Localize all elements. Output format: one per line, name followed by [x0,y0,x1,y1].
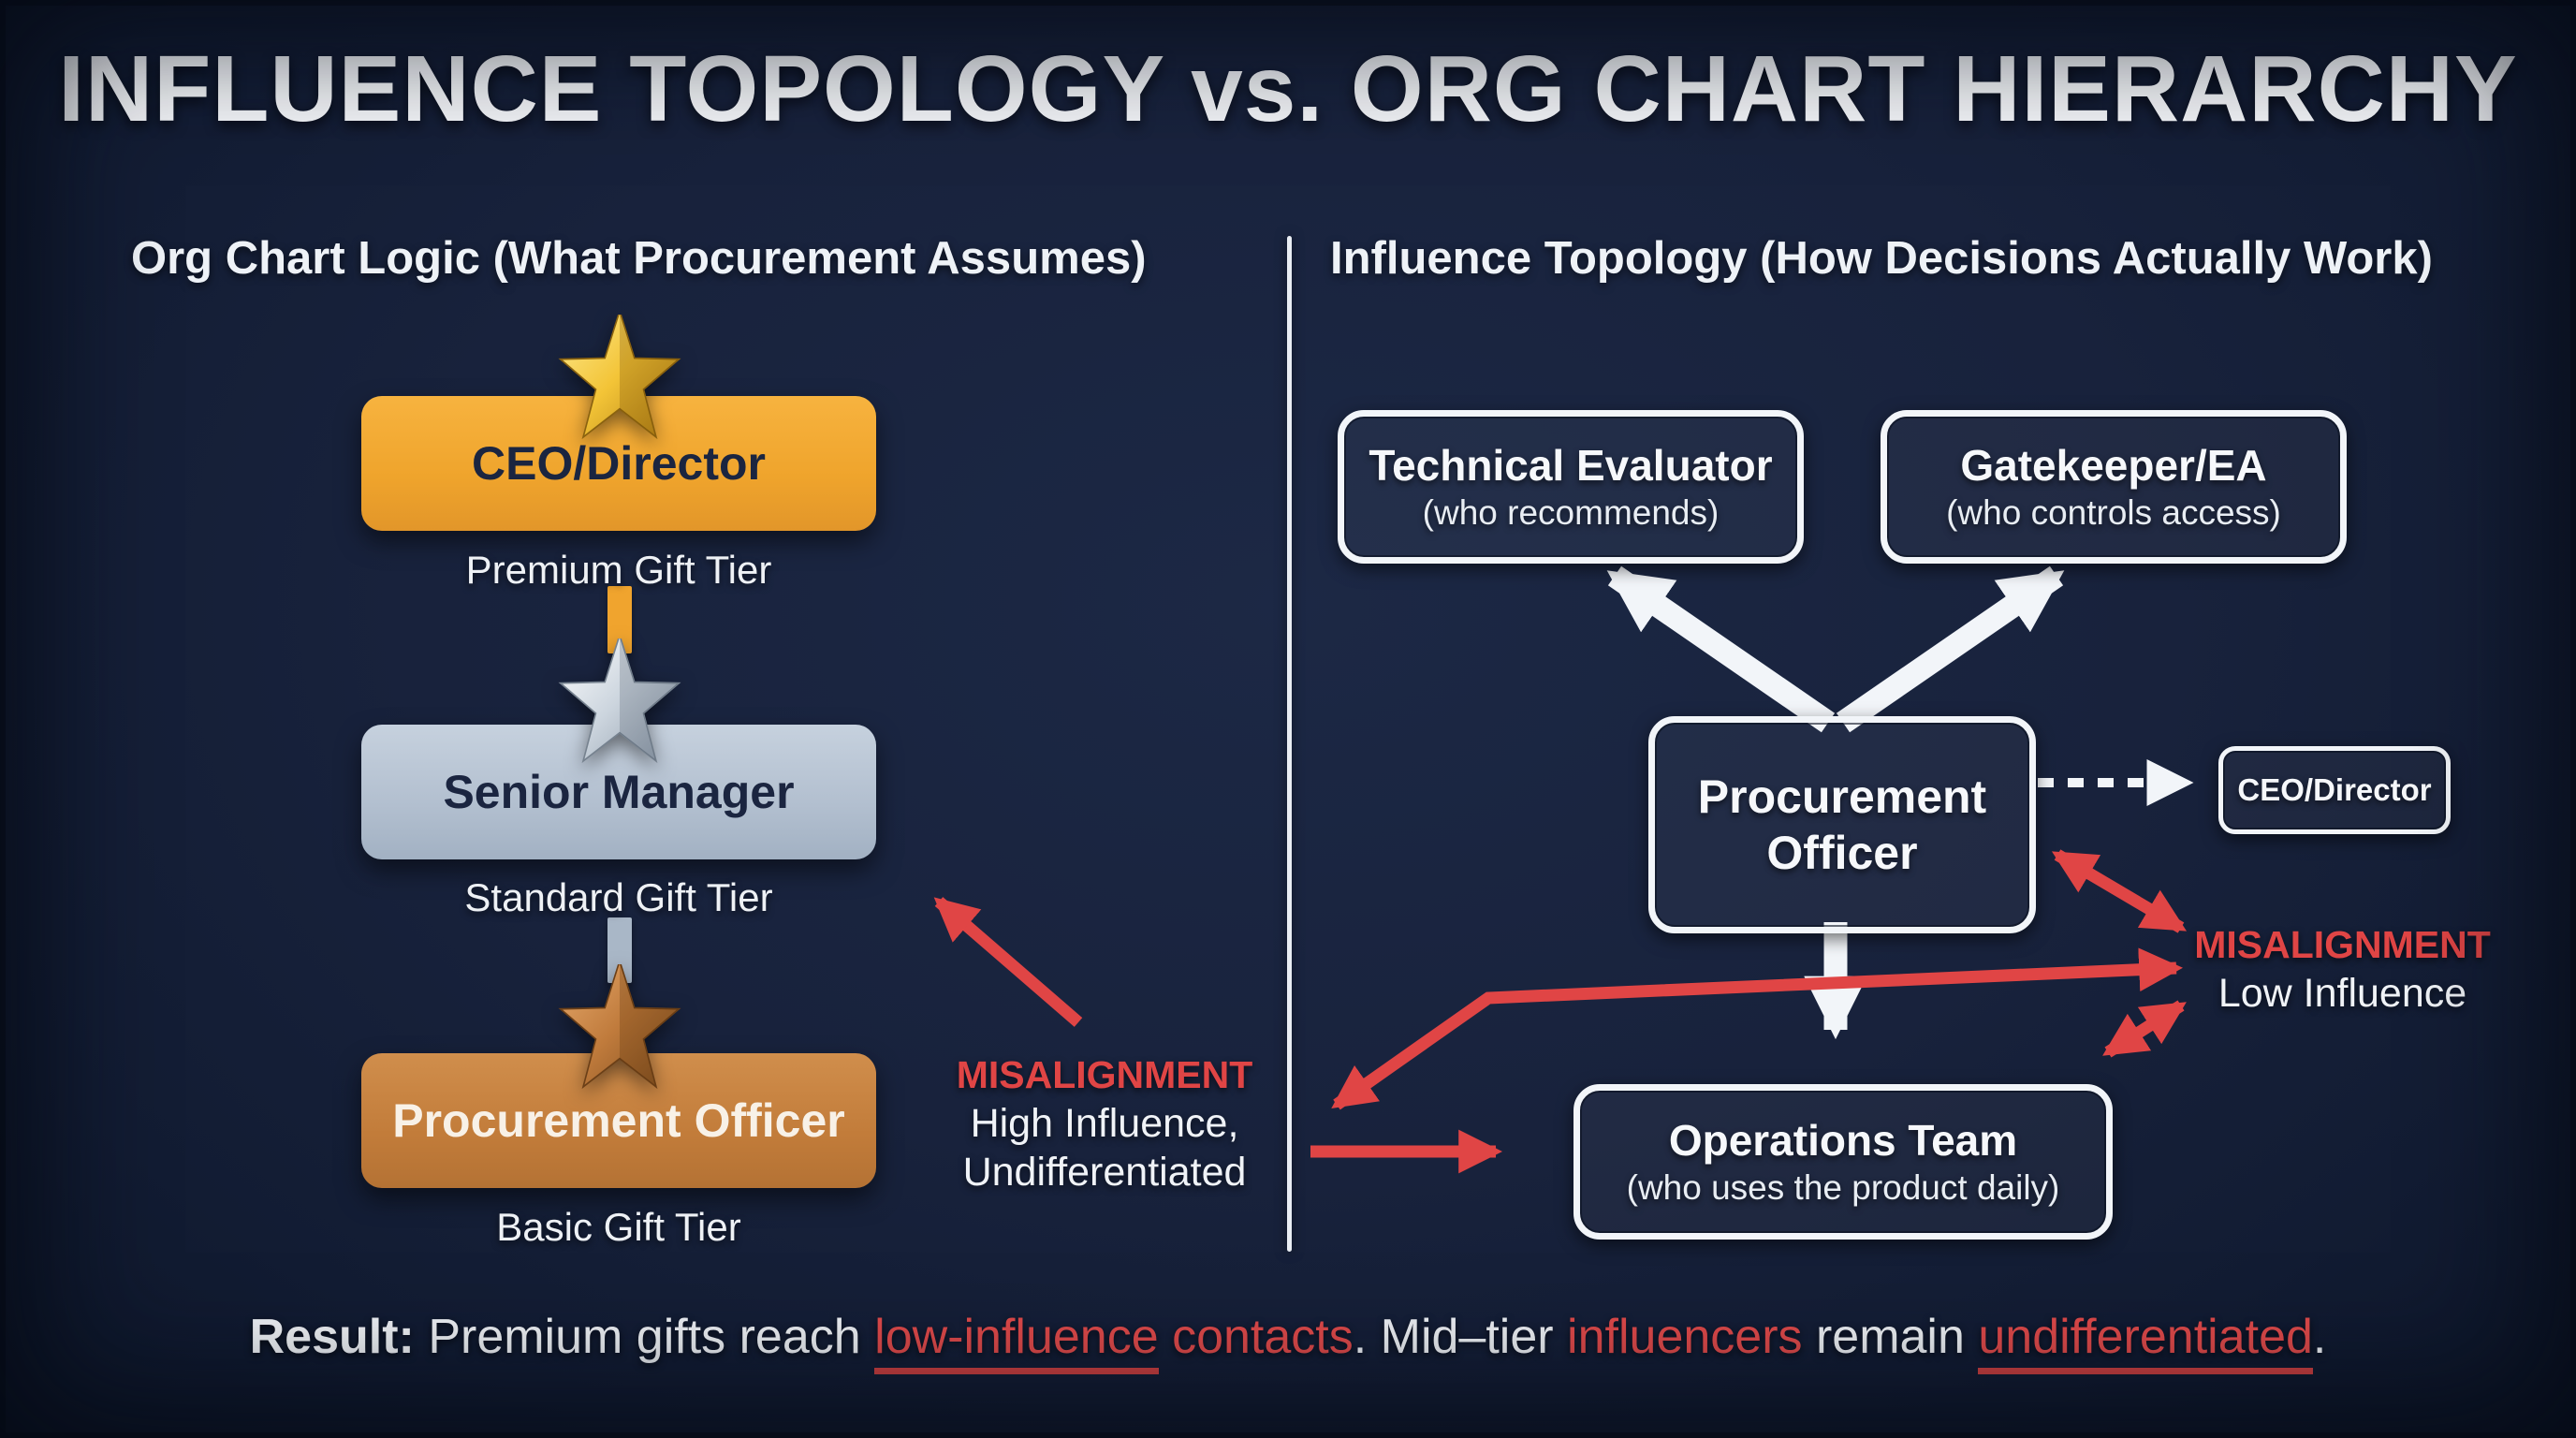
org-tier-ceo-label: CEO/Director [472,437,766,490]
operations-team-subtitle: (who uses the product daily) [1626,1168,2060,1207]
result-highlight-undifferentiated: undifferentiated [1978,1309,2313,1374]
influence-arrow-to-technical-evaluator [1606,565,1836,733]
org-tier-procurement-label: Procurement Officer [392,1094,845,1147]
misalignment-arrow-left [933,897,1083,1027]
org-tier-senior-manager-box: Senior Manager [361,725,876,859]
gold-star-icon [558,315,681,440]
org-tier-procurement-box: Procurement Officer [361,1053,876,1188]
page-title: INFLUENCE TOPOLOGY vs. ORG CHART HIERARC… [58,37,2518,141]
misalignment-right-line1: Low Influence [2217,971,2467,1016]
basic-gift-tier-label: Basic Gift Tier [496,1205,741,1249]
bronze-star-icon [558,964,681,1090]
left-panel-header: Org Chart Logic (What Procurement Assume… [131,233,1147,284]
org-tier-senior-manager-label: Senior Manager [443,766,795,818]
result-text-2: . Mid–tier [1353,1310,1568,1364]
ceo-director-node: CEO/Director [2218,746,2451,834]
misalignment-left-line2: Undifferentiated [962,1150,1247,1195]
technical-evaluator-subtitle: (who recommends) [1422,493,1720,532]
gatekeeper-node: Gatekeeper/EA (who controls access) [1881,410,2347,564]
misalignment-double-arrow-lower [2102,1000,2187,1058]
gatekeeper-subtitle: (who controls access) [1946,493,2281,532]
result-label: Result: [249,1310,415,1364]
technical-evaluator-title: Technical Evaluator [1368,441,1773,490]
misalignment-double-arrow-upper [2051,849,2188,933]
misalignment-right-label: MISALIGNMENT [2194,923,2491,966]
ceo-director-title: CEO/Director [2237,772,2432,807]
result-text-3: remain [1802,1310,1979,1364]
influence-arrow-to-gatekeeper [1836,565,2065,733]
result-text-1: Premium gifts reach [414,1310,875,1364]
silver-star-icon [558,638,681,764]
org-tier-ceo-box: CEO/Director [361,396,876,531]
technical-evaluator-node: Technical Evaluator (who recommends) [1338,410,1804,564]
result-text-4: . [2312,1310,2327,1364]
premium-gift-tier-label: Premium Gift Tier [465,548,772,592]
result-highlight-contacts: contacts [1158,1310,1354,1364]
operations-team-node: Operations Team (who uses the product da… [1573,1084,2113,1240]
procurement-officer-title-line2: Officer [1766,827,1918,879]
gatekeeper-title: Gatekeeper/EA [1960,441,2267,490]
misalignment-callout-left: MISALIGNMENT High Influence, Undifferent… [871,1050,1339,1196]
right-panel-header: Influence Topology (How Decisions Actual… [1330,233,2433,284]
procurement-officer-title-line1: Procurement [1697,770,1987,823]
result-highlight-influencers: influencers [1567,1310,1803,1364]
result-highlight-low-influence: low-influence [874,1309,1159,1374]
panel-divider [1287,236,1292,1252]
misalignment-left-line1: High Influence, [970,1101,1239,1146]
misalignment-left-label: MISALIGNMENT [956,1053,1253,1096]
procurement-officer-node: Procurement Officer [1648,716,2036,933]
misalignment-callout-right: MISALIGNMENT Low Influence [2181,920,2504,1018]
result-summary: Result: Premium gifts reach low-influenc… [0,1309,2576,1374]
standard-gift-tier-label: Standard Gift Tier [464,875,773,919]
operations-team-title: Operations Team [1668,1116,2018,1165]
